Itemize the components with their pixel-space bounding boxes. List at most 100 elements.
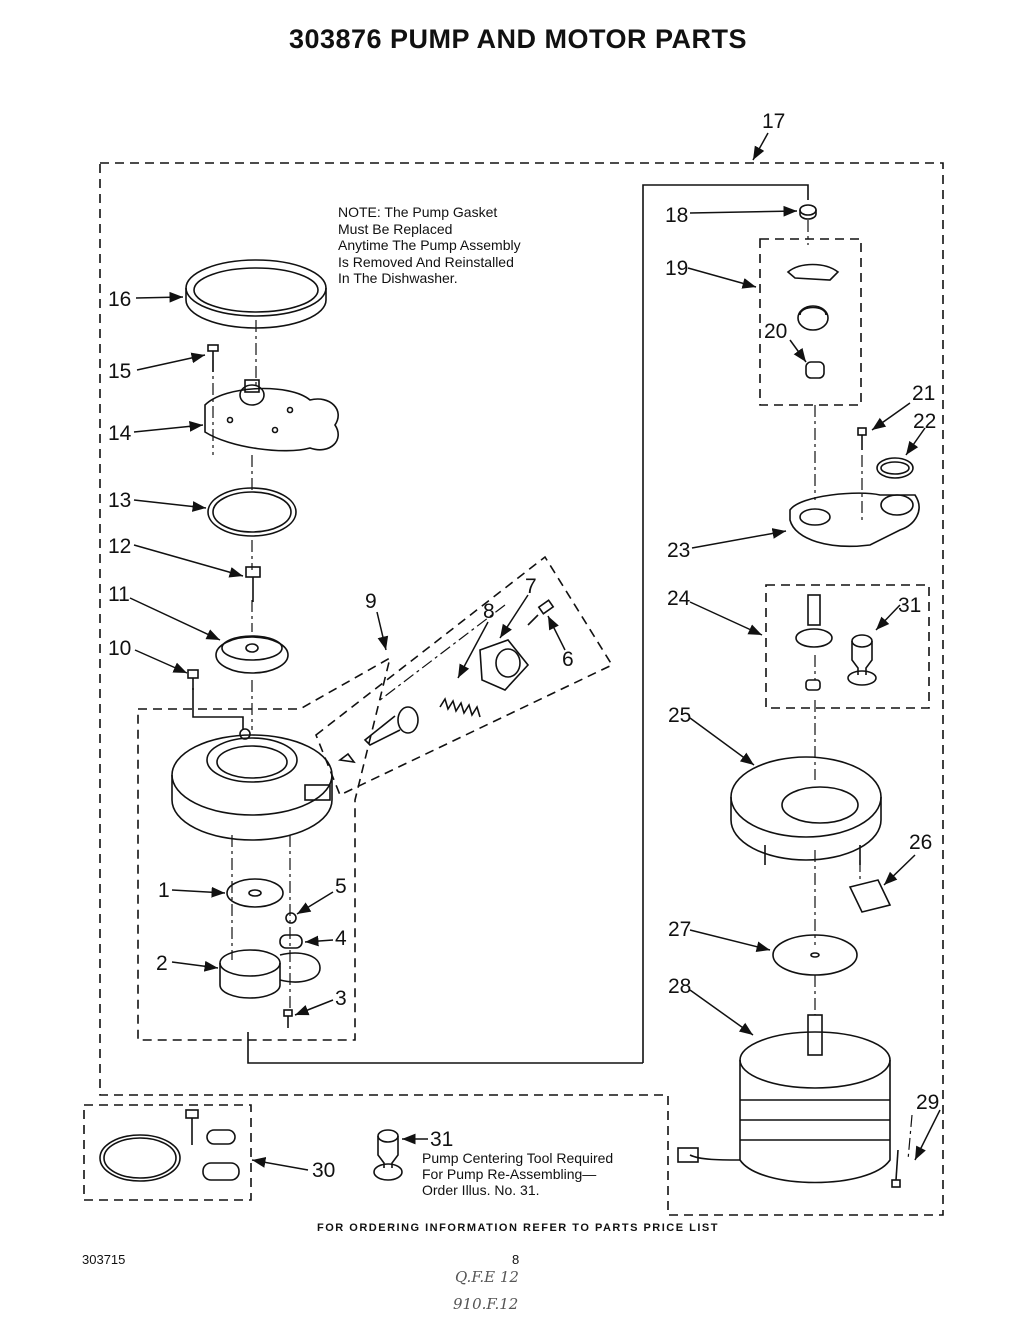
assembly-bracket-line [642,184,809,1063]
callout-9: 9 [365,590,377,613]
washer-part-27 [772,934,858,976]
pump-group-boundary [137,656,392,1041]
callout-5: 5 [335,875,347,898]
callout-24: 24 [667,587,691,610]
leader-2 [171,960,219,972]
o-ring-part-13 [207,487,297,537]
group-19-boundary [759,238,862,406]
leader-22 [905,427,926,456]
group-30-boundary [83,1104,252,1201]
callout-30: 30 [312,1159,335,1182]
mounting-plate-part-23 [789,492,920,548]
callout-3: 3 [335,987,347,1010]
leader-17 [752,132,769,161]
callout-12: 12 [108,535,131,558]
leader-20 [789,339,807,363]
assembly-bracket-line [192,688,244,730]
pump-gasket-note: NOTE: The Pump Gasket Must Be Replaced A… [338,204,521,286]
screw-part-15 [207,344,219,372]
ring-part-22 [876,457,914,479]
leader-26 [883,854,916,886]
leader-12 [133,544,244,578]
callout-16: 16 [108,288,131,311]
leader-3 [294,999,334,1016]
leader-21 [871,402,911,431]
spring-clip-part-19 [786,263,840,331]
motor-mount-part-25 [730,756,882,865]
leader-1 [171,886,226,898]
callout-13: 13 [108,489,131,512]
leader-4 [304,935,334,947]
valve-housing-part-7 [479,639,530,691]
assembly-boundary [99,162,944,1216]
callout-11: 11 [108,583,130,606]
leader-6 [547,615,566,651]
bushing-part-20 [805,361,825,379]
nut-part-18 [799,204,817,220]
leader-5 [296,891,334,915]
service-kit-part-30 [99,1109,240,1182]
leader-8 [457,621,489,679]
callout-28: 28 [668,975,691,998]
leader-13 [133,499,207,512]
leader-14 [133,420,204,433]
leader-16 [135,291,184,303]
leader-10 [134,649,188,674]
document-number: 303715 [82,1252,126,1267]
group-9-boundary [315,555,614,797]
handwritten-mark: Q.F.E 12 [455,1268,519,1286]
leader-7 [499,594,529,639]
callout-2: 2 [156,952,168,975]
callout-14: 14 [108,422,132,445]
leader-18 [689,205,798,217]
leader-23 [691,528,787,549]
bolt-part-12 [245,566,261,602]
callout-18: 18 [665,204,688,227]
group-24-boundary [765,584,930,709]
terminal-block-part-26 [848,879,892,913]
filter-part-1 [226,878,284,908]
motor-part-28 [677,1014,891,1184]
leader-29 [914,1109,941,1161]
callout-20: 20 [764,320,787,343]
callout-7: 7 [525,575,537,598]
callout-23: 23 [667,539,690,562]
leader-19 [687,267,757,289]
callout-4: 4 [335,927,347,950]
callout-1: 1 [158,879,170,902]
callout-6: 6 [562,648,574,671]
spring-part-8 [439,697,481,718]
callout-31b: 31 [430,1128,453,1151]
ball-part-5 [285,912,297,924]
seal-part-4 [279,934,303,949]
callout-29: 29 [916,1091,939,1114]
callout-10: 10 [108,637,131,660]
leader-27 [689,929,771,952]
assembly-bracket-line [247,1032,643,1064]
bracket-part-2 [219,949,321,999]
leader-30 [251,1157,309,1171]
callout-19: 19 [665,257,688,280]
screw-part-10 [187,669,199,690]
valve-part [337,706,419,764]
screw-part-21 [857,427,867,450]
callout-27: 27 [668,918,691,941]
callout-8: 8 [483,600,495,623]
callout-15: 15 [108,360,131,383]
impeller-part-11 [215,635,289,674]
leader-15 [136,352,206,371]
page-title: 303876 PUMP AND MOTOR PARTS [288,24,748,54]
callout-31a: 31 [898,594,921,617]
page-number: 8 [512,1252,520,1267]
leader-31a [875,604,901,631]
callout-17: 17 [762,110,785,133]
pump-gasket-part-16 [185,259,327,329]
pump-cover-part-14 [204,379,339,452]
ordering-footer: FOR ORDERING INFORMATION REFER TO PARTS … [317,1222,719,1234]
screw-part-6 [527,599,555,626]
centering-tool-note: Pump Centering Tool Required For Pump Re… [422,1150,614,1198]
leader-24 [689,601,763,636]
leader-25 [689,717,755,766]
screw-part-29 [891,1149,901,1188]
pump-body [171,728,333,841]
